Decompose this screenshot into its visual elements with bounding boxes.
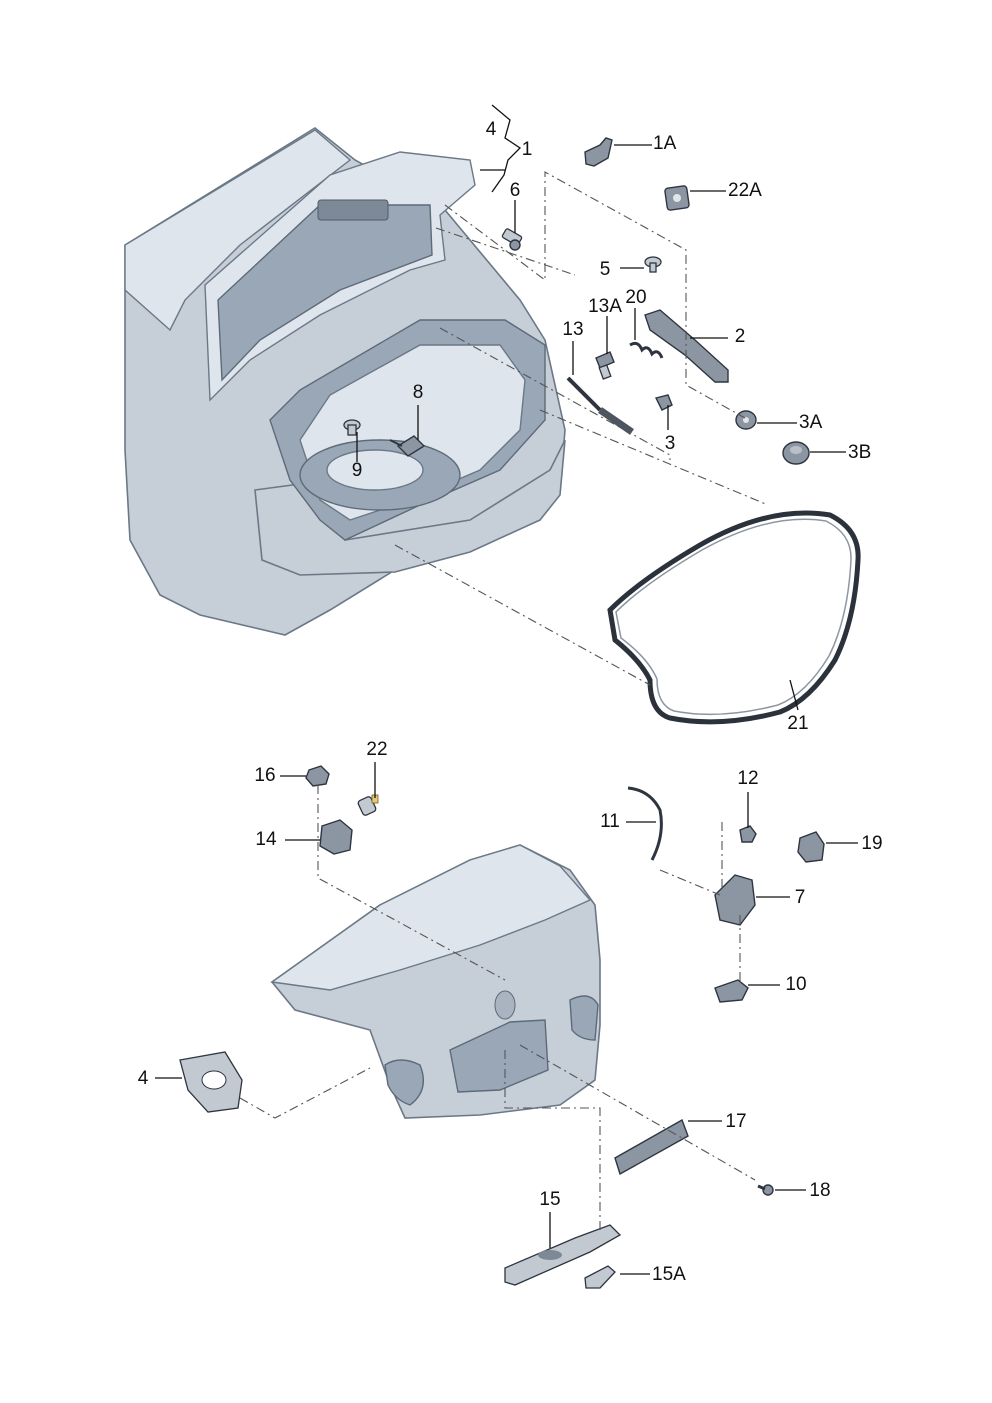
plate-part-17 [614,1118,689,1176]
hinge-part-2 [644,309,729,383]
label-16: 16 [254,765,275,786]
grommet-part-3B [782,441,810,465]
seal-part-21 [607,510,861,725]
screw-part-13A [595,351,615,380]
grommet-part-3A [735,410,757,430]
label-4-bottom: 4 [138,1068,149,1089]
label-13: 13 [562,319,583,340]
label-3A: 3A [799,412,823,433]
label-19: 19 [861,833,882,854]
switch-part-10 [714,979,749,1003]
label-10: 10 [785,974,806,995]
lamp-housing-part-14 [319,819,353,855]
gas-strut-part-13 [566,376,634,435]
nut-part-12 [739,825,757,843]
bolt-part-6 [501,228,523,251]
label-9: 9 [352,460,363,481]
assembly-lines [239,171,769,1230]
spring-part-20 [629,341,664,359]
label-21: 21 [787,713,808,734]
label-17: 17 [725,1111,746,1132]
label-3: 3 [665,433,676,454]
lens-part-15A [584,1265,616,1289]
label-12: 12 [737,768,758,789]
label-18: 18 [809,1180,830,1201]
light-strip-part-15 [504,1224,622,1286]
nut-part-16 [305,765,330,787]
lock-part-7 [714,874,756,926]
label-20: 20 [625,287,646,308]
label-1A: 1A [653,133,677,154]
label-15A: 15A [652,1264,686,1285]
trunk-lid-illustration [270,844,601,1119]
screw-part-3 [654,394,673,411]
label-2: 2 [735,326,746,347]
buffer-part-19 [797,831,825,863]
label-3B: 3B [848,442,871,463]
label-5: 5 [600,259,611,280]
label-7: 7 [795,887,806,908]
label-14: 14 [255,829,277,850]
label-8: 8 [413,382,424,403]
label-22: 22 [366,739,387,760]
holder-part-8 [389,435,426,457]
part-labels: 4 1 1A 6 22A 5 13A 20 13 2 8 3A 3 3B 9 2… [138,119,883,1285]
leader-lines [155,104,858,1275]
label-11: 11 [600,811,620,832]
trim-part-4 [179,1051,243,1113]
car-rear-illustration [124,127,566,636]
clip-part-5 [644,256,662,273]
label-4-top: 4 [486,119,497,140]
cable-part-11 [627,786,663,861]
label-15: 15 [539,1189,560,1210]
bolt-part-9 [343,419,361,436]
label-22A: 22A [728,180,762,201]
screw-part-18 [757,1184,774,1196]
label-1: 1 [522,139,533,160]
bracket-part-1A [584,137,613,167]
bulb-part-22 [357,794,379,816]
label-6: 6 [510,180,521,201]
label-13A: 13A [588,296,622,317]
